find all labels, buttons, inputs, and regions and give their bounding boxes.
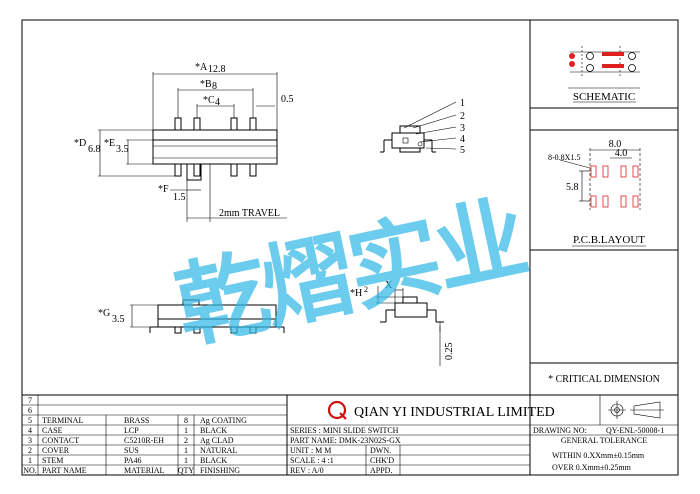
pcb-title: P.C.B.LAYOUT	[573, 234, 645, 246]
bom-finish: BLACK	[200, 426, 227, 435]
bom-part: CONTACT	[42, 436, 79, 445]
schematic-panel	[529, 19, 679, 109]
bom-material: PA46	[124, 456, 142, 465]
title-block-grid	[22, 394, 678, 475]
bom-header-mat: MATERIAL	[124, 466, 165, 475]
bom-qty: 8	[184, 416, 188, 425]
critical-note: * CRITICAL DIMENSION	[548, 374, 660, 385]
top-view	[98, 72, 287, 222]
bom-header-fin: FINISHING	[200, 466, 240, 475]
bom-material: LCP	[124, 426, 139, 435]
unit-text: UNIT : M M	[290, 446, 331, 455]
dim-d-value: 6.8	[88, 144, 101, 155]
dim-c-value: 4	[215, 97, 220, 108]
dim-g-label: *G	[98, 308, 110, 319]
dim-e-label: *E	[104, 138, 115, 149]
bom-no: 6	[28, 406, 32, 415]
drawing-no: QY-ENL-50008-1	[606, 426, 664, 435]
dim-b-label: *B	[200, 79, 212, 90]
bom-finish: Ag COATING	[200, 416, 247, 425]
bom-qty: 2	[184, 436, 188, 445]
dim-c-label: *C	[203, 95, 215, 106]
company-logo	[327, 400, 347, 420]
dim-e-value: 3.5	[116, 144, 129, 155]
dwn-label: DWN.	[370, 446, 391, 455]
pcb-dim-side: 5.8	[566, 182, 579, 193]
bom-material: SUS	[124, 446, 139, 455]
dim-a-label: *A	[195, 62, 208, 73]
dim-x-label: X	[385, 280, 393, 291]
bom-qty: 1	[184, 446, 188, 455]
small-side-view	[376, 286, 444, 366]
bom-qty: 1	[184, 456, 188, 465]
bom-finish: BLACK	[200, 456, 227, 465]
bom-no: 1	[28, 456, 32, 465]
pcb-dim-pad: 8-0.8X1.5	[548, 153, 580, 162]
rev-text: REV : A/0	[290, 466, 324, 475]
bom-header-qty: QTY	[178, 466, 195, 475]
tolerance-within: WITHIN 0.XXmm±0.15mm	[552, 451, 645, 460]
bom-no: 3	[28, 436, 32, 445]
bom-top-no: 7	[28, 396, 32, 405]
bom-no: 5	[28, 416, 32, 425]
bom-material: C5210R-EH	[124, 436, 164, 445]
callout-3: 3	[460, 123, 465, 134]
appd-label: APPD.	[370, 466, 392, 475]
bom-part: COVER	[42, 446, 70, 455]
bom-part: TERMINAL	[42, 416, 83, 425]
dim-h-label: *H	[350, 288, 362, 299]
dim-g-value: 3.5	[112, 314, 125, 325]
pcb-panel	[529, 129, 679, 251]
bom-table: 6 5 TERMINAL BRASS 8 Ag COATING 4 CASE L…	[28, 406, 247, 465]
travel-label: 2mm TRAVEL	[219, 208, 280, 219]
callout-5: 5	[460, 145, 465, 156]
scale-text: SCALE : 4 :1	[290, 456, 334, 465]
company-name: QIAN YI INDUSTRIAL LIMITED	[354, 405, 555, 420]
bom-no: 2	[28, 446, 32, 455]
bom-part: CASE	[42, 426, 63, 435]
dim-d-label: *D	[74, 138, 86, 149]
bom-no: 4	[28, 426, 32, 435]
bom-part: STEM	[42, 456, 63, 465]
pcb-pads	[559, 148, 641, 210]
bom-material: BRASS	[124, 416, 149, 425]
tolerance-over: OVER 0.Xmm±0.25mm	[552, 463, 632, 472]
dim-f-value: 1.5	[173, 192, 186, 203]
callout-2: 2	[460, 111, 465, 122]
side-view	[380, 101, 457, 153]
dim-a-value: 12.8	[208, 64, 226, 75]
front-view	[130, 299, 285, 334]
bom-header-no: NO.	[23, 466, 37, 475]
dim-b-value: 8	[212, 81, 217, 92]
tolerance-title: GENERAL TOLERANCE	[561, 436, 647, 445]
bom-qty: 1	[184, 426, 188, 435]
schematic-title: SCHEMATIC	[573, 91, 635, 103]
dim-h-value: 2	[364, 285, 368, 294]
drawing-no-label: DRAWING NO:	[533, 426, 587, 435]
bom-header-part: PART NAME	[42, 466, 87, 475]
series-text: SERIES : MINI SLIDE SWITCH	[290, 426, 399, 435]
schematic-symbol	[568, 46, 640, 89]
bom-finish: Ag CLAD	[200, 436, 234, 445]
pcb-dim-mid: 4.0	[615, 148, 628, 159]
projection-symbol	[608, 401, 664, 419]
callout-4: 4	[460, 134, 465, 145]
part-name-text: PART NAME: DMK-23N02S-GX	[290, 436, 401, 445]
dim-tab-value: 0.5	[281, 94, 294, 105]
dim-lead-value: 0.25	[444, 343, 455, 361]
dim-f-label: *F	[158, 184, 169, 195]
bom-finish: NATURAL	[200, 446, 237, 455]
chkd-label: CHK'D	[370, 456, 394, 465]
pcb-dim-top: 8.0	[609, 139, 622, 150]
callout-1: 1	[460, 98, 465, 109]
